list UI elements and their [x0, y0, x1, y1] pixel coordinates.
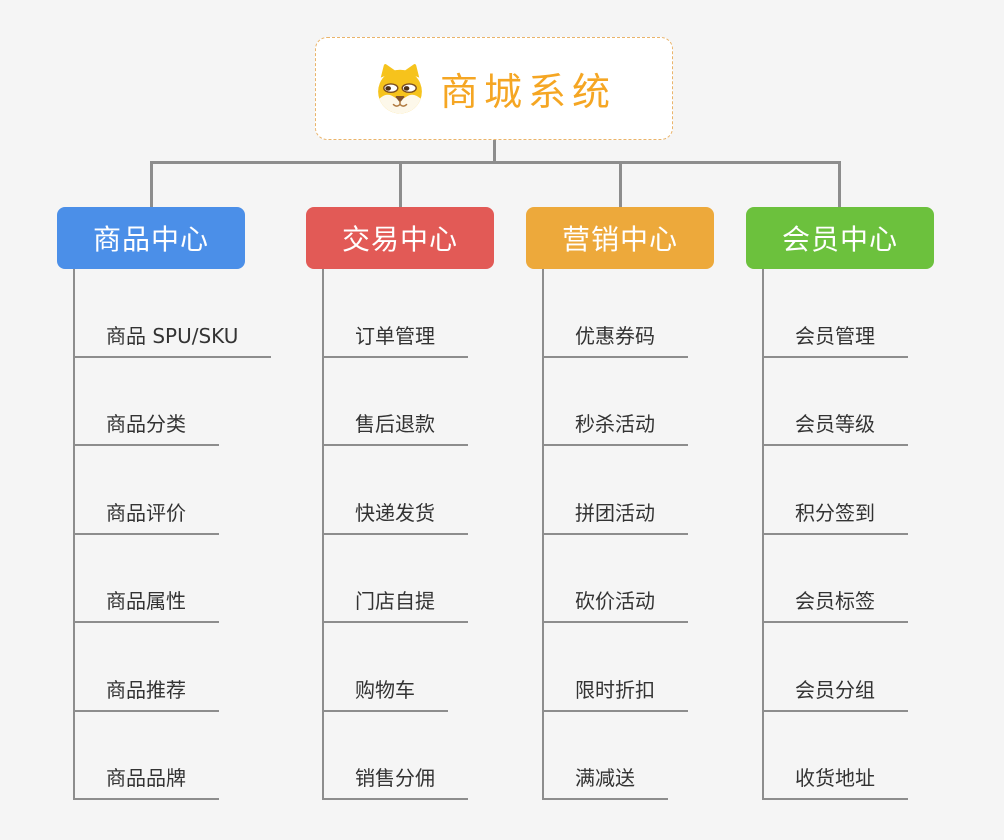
leaf-item: 满减送	[542, 712, 714, 800]
branch-leaves: 优惠券码 秒杀活动 拼团活动 砍价活动 限时折扣 满减送	[526, 269, 714, 800]
branch-node-trade-center[interactable]: 交易中心	[306, 207, 494, 269]
leaf-item: 商品评价	[73, 446, 245, 535]
leaf-item: 拼团活动	[542, 446, 714, 535]
branch-leaves: 会员管理 会员等级 积分签到 会员标签 会员分组 收货地址	[746, 269, 934, 800]
leaf-label[interactable]: 快递发货	[322, 497, 468, 535]
leaf-label[interactable]: 满减送	[542, 762, 668, 800]
leaf-item: 会员标签	[762, 535, 934, 623]
leaf-label[interactable]: 销售分佣	[322, 762, 468, 800]
leaf-item: 收货地址	[762, 712, 934, 800]
leaf-label[interactable]: 售后退款	[322, 408, 468, 446]
leaf-item: 会员分组	[762, 623, 934, 712]
leaf-label[interactable]: 砍价活动	[542, 585, 688, 623]
leaf-item: 商品推荐	[73, 623, 245, 712]
branch-trunk-line	[73, 269, 75, 800]
leaf-item: 销售分佣	[322, 712, 494, 800]
branch-trunk-line	[322, 269, 324, 800]
root-node[interactable]: 商城系统	[315, 37, 673, 140]
leaf-item: 砍价活动	[542, 535, 714, 623]
leaf-label[interactable]: 商品评价	[73, 497, 219, 535]
connector-drop-1	[150, 161, 153, 207]
leaf-item: 售后退款	[322, 358, 494, 446]
branch-trade-center: 交易中心 订单管理 售后退款 快递发货 门店自提 购物车 销售分佣	[306, 207, 494, 800]
branch-trunk-line	[762, 269, 764, 800]
branch-node-product-center[interactable]: 商品中心	[57, 207, 245, 269]
leaf-label[interactable]: 门店自提	[322, 585, 468, 623]
leaf-label[interactable]: 商品 SPU/SKU	[73, 320, 272, 358]
leaf-label[interactable]: 订单管理	[322, 320, 468, 358]
leaf-item: 会员等级	[762, 358, 934, 446]
leaf-item: 商品属性	[73, 535, 245, 623]
connector-drop-4	[838, 161, 841, 207]
leaf-item: 商品品牌	[73, 712, 245, 800]
leaf-label[interactable]: 收货地址	[762, 762, 908, 800]
connector-horizontal	[150, 161, 841, 164]
leaf-label[interactable]: 购物车	[322, 674, 448, 712]
branch-leaves: 商品 SPU/SKU 商品分类 商品评价 商品属性 商品推荐 商品品牌	[57, 269, 272, 800]
leaf-item: 限时折扣	[542, 623, 714, 712]
leaf-item: 快递发货	[322, 446, 494, 535]
branch-node-member-center[interactable]: 会员中心	[746, 207, 934, 269]
branch-product-center: 商品中心 商品 SPU/SKU 商品分类 商品评价 商品属性 商品推荐 商品品牌	[57, 207, 272, 800]
leaf-label[interactable]: 限时折扣	[542, 674, 688, 712]
leaf-item: 商品分类	[73, 358, 245, 446]
leaf-item: 优惠券码	[542, 269, 714, 358]
connector-root-drop	[493, 140, 496, 164]
branch-trunk-line	[542, 269, 544, 800]
leaf-label[interactable]: 优惠券码	[542, 320, 688, 358]
branch-node-marketing-center[interactable]: 营销中心	[526, 207, 714, 269]
leaf-label[interactable]: 会员标签	[762, 585, 908, 623]
connector-drop-3	[619, 161, 622, 207]
branch-leaves: 订单管理 售后退款 快递发货 门店自提 购物车 销售分佣	[306, 269, 494, 800]
dog-face-icon	[378, 63, 422, 113]
root-title: 商城系统	[439, 70, 616, 114]
leaf-label[interactable]: 秒杀活动	[542, 408, 688, 446]
leaf-label[interactable]: 会员管理	[762, 320, 908, 358]
leaf-item: 订单管理	[322, 269, 494, 358]
leaf-item: 会员管理	[762, 269, 934, 358]
leaf-label[interactable]: 会员分组	[762, 674, 908, 712]
connector-drop-2	[399, 161, 402, 207]
leaf-item: 积分签到	[762, 446, 934, 535]
leaf-label[interactable]: 积分签到	[762, 497, 908, 535]
leaf-label[interactable]: 拼团活动	[542, 497, 688, 535]
leaf-label[interactable]: 会员等级	[762, 408, 908, 446]
branch-marketing-center: 营销中心 优惠券码 秒杀活动 拼团活动 砍价活动 限时折扣 满减送	[526, 207, 714, 800]
leaf-item: 秒杀活动	[542, 358, 714, 446]
leaf-label[interactable]: 商品推荐	[73, 674, 219, 712]
branch-member-center: 会员中心 会员管理 会员等级 积分签到 会员标签 会员分组 收货地址	[746, 207, 934, 800]
leaf-item: 门店自提	[322, 535, 494, 623]
leaf-label[interactable]: 商品属性	[73, 585, 219, 623]
leaf-item: 购物车	[322, 623, 494, 712]
leaf-item: 商品 SPU/SKU	[73, 269, 272, 358]
leaf-label[interactable]: 商品品牌	[73, 762, 219, 800]
leaf-label[interactable]: 商品分类	[73, 408, 219, 446]
